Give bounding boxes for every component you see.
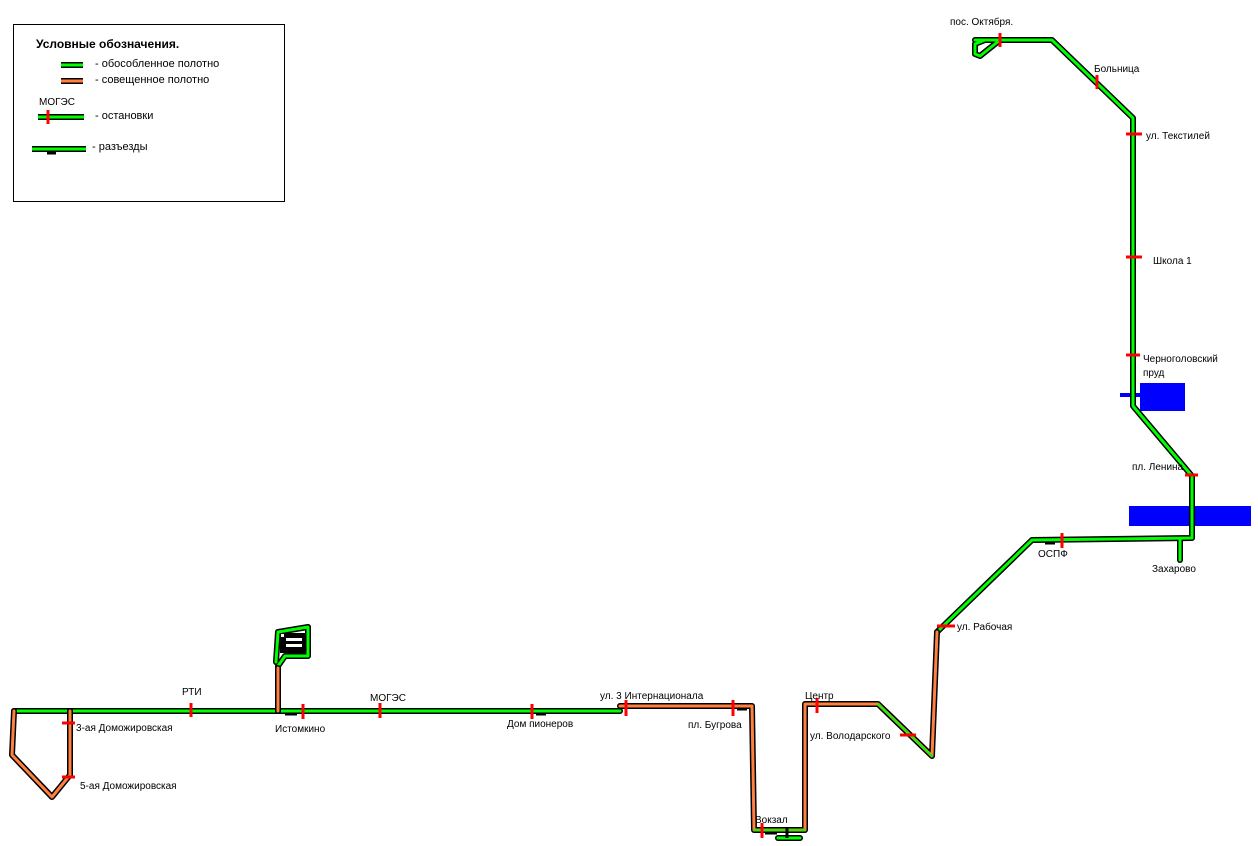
stop-label-ul-volodarskogo: ул. Володарского — [810, 731, 891, 742]
stop-label-mogeS: МОГЭС — [370, 693, 406, 704]
stop-markers — [62, 33, 1198, 838]
stop-label-ul-rabochaya: ул. Рабочая — [957, 621, 1012, 633]
stop-label-dom-pionerov: Дом пионеров — [507, 719, 573, 730]
stop-label-ul-3-internatsionala: ул. 3 Интернационала — [600, 691, 704, 702]
legend-stop-example: МОГЭС — [39, 97, 75, 108]
stop-label-pos-oktyabrya: пос. Октября. — [950, 16, 1013, 28]
separate-track-segments — [11, 37, 1195, 841]
stop-label-ul-tekstiley: ул. Текстилей — [1146, 131, 1210, 142]
pond-chernogolovsky — [1140, 383, 1185, 411]
stop-label-pl-bugrova: пл. Бугрова — [688, 720, 742, 731]
stop-label-chernogolovsky: Черноголовский — [1143, 354, 1218, 365]
legend-stops: - остановки — [95, 110, 154, 122]
passing-markers — [285, 541, 1055, 838]
depot-icon — [280, 633, 306, 653]
map-legend: Условные обозначения. - обособленное пол… — [13, 24, 285, 202]
stop-label-domozhirovskaya5: 5-ая Доможировская — [80, 781, 177, 792]
stop-label-zakharovo: Захарово — [1152, 564, 1196, 575]
legend-swatches — [32, 62, 86, 155]
stop-label-pl-lenina: пл. Ленина — [1132, 462, 1184, 473]
legend-combined-track: - совещенное полотно — [95, 74, 210, 86]
stop-label-rti: РТИ — [182, 687, 202, 698]
stop-labels: пос. Октября. Больница ул. Текстилей Шко… — [76, 16, 1218, 826]
stop-label-prud: пруд — [1143, 368, 1165, 379]
legend-passings: - разъезды — [92, 141, 148, 153]
stop-label-istomkino: Истомкино — [275, 724, 326, 735]
legend-title: Условные обозначения. — [36, 37, 180, 51]
stop-label-domozhirovskaya3: 3-ая Доможировская — [76, 723, 173, 734]
stop-label-vokzal: Вокзал — [755, 815, 788, 826]
stop-label-shkola1: Школа 1 — [1153, 256, 1192, 267]
stop-label-bolnitsa: Больница — [1094, 64, 1140, 75]
stop-label-tsentr: Центр — [805, 691, 834, 702]
mixed-track-overlay — [753, 703, 933, 831]
legend-separate-track: - обособленное полотно — [95, 58, 220, 70]
stop-label-ospf: ОСПФ — [1038, 549, 1068, 560]
